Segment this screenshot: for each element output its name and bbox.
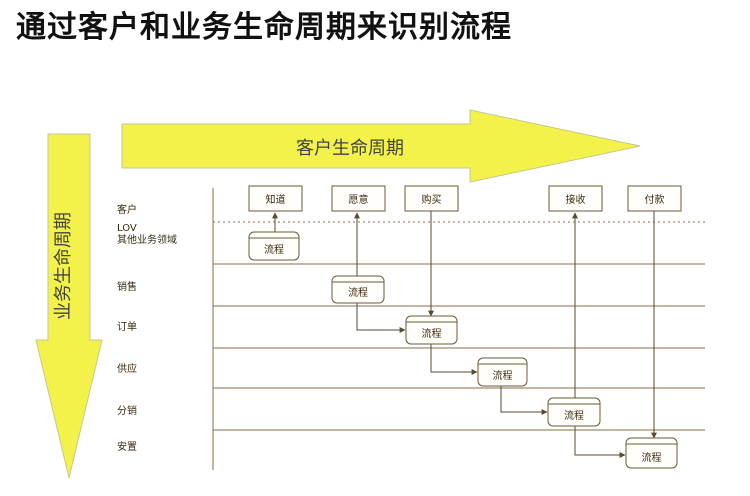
stage-box-pay bbox=[627, 185, 682, 212]
process-box-5: 流程 bbox=[547, 397, 601, 427]
lane-label-customer: 客户 bbox=[117, 203, 137, 216]
stage-label-pay: 付款 bbox=[645, 193, 665, 206]
lane-label-lov: LOV bbox=[117, 223, 137, 234]
process-label-4: 流程 bbox=[493, 369, 513, 382]
connector-process2-process3 bbox=[356, 302, 406, 333]
business-lifecycle-label: 业务生命周期 bbox=[53, 212, 74, 320]
lane-label-other: 其他业务领域 bbox=[117, 233, 177, 246]
stage-label-willing: 愿意 bbox=[349, 193, 369, 206]
process-label-1: 流程 bbox=[264, 243, 284, 256]
customer-lifecycle-arrow bbox=[121, 109, 641, 183]
stage-label-buy: 购买 bbox=[422, 193, 442, 206]
process-box-2: 流程 bbox=[331, 275, 385, 304]
process-box-3: 流程 bbox=[405, 315, 458, 345]
connector-process4-process5 bbox=[500, 386, 548, 415]
customer-lifecycle-label: 客户生命周期 bbox=[296, 138, 404, 159]
process-label-3: 流程 bbox=[422, 327, 442, 340]
lane-label-order: 订单 bbox=[117, 321, 137, 333]
process-box-6: 流程 bbox=[625, 437, 678, 469]
process-label-2: 流程 bbox=[348, 286, 368, 299]
stage-box-receive bbox=[548, 185, 603, 212]
business-lifecycle-arrow bbox=[35, 133, 103, 479]
lane-label-install: 安置 bbox=[117, 440, 137, 453]
process-label-5: 流程 bbox=[564, 409, 584, 422]
stage-box-know bbox=[248, 185, 303, 212]
stage-label-know: 知道 bbox=[266, 193, 286, 206]
lane-label-supply: 供应 bbox=[117, 362, 137, 375]
page-title: 通过客户和业务生命周期来识别流程 bbox=[16, 10, 512, 45]
process-box-1: 流程 bbox=[248, 231, 300, 261]
process-box-4: 流程 bbox=[477, 357, 528, 387]
connector-process3-process4 bbox=[430, 344, 478, 375]
stage-box-buy bbox=[404, 185, 459, 212]
connector-process5-process6 bbox=[574, 426, 626, 458]
lane-label-distribution: 分销 bbox=[117, 404, 137, 417]
lane-label-sales: 销售 bbox=[117, 280, 137, 293]
stage-box-willing bbox=[331, 185, 386, 212]
stage-label-receive: 接收 bbox=[566, 193, 586, 206]
process-label-6: 流程 bbox=[642, 451, 662, 464]
